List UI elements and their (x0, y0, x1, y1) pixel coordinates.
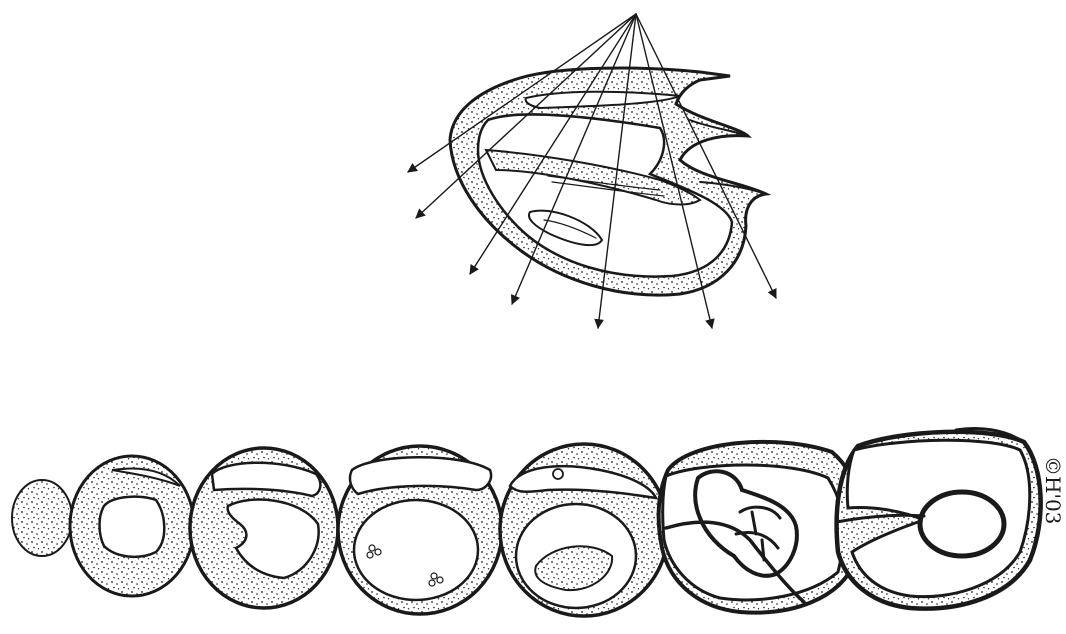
cross-section-4 (338, 446, 502, 614)
cross-section-2 (70, 456, 194, 596)
cross-section-6 (659, 442, 863, 613)
cross-sections: ©H'03 (12, 428, 1065, 616)
artist-signature: ©H'03 (1041, 456, 1065, 524)
cross-section-1 (12, 480, 72, 556)
cross-section-3 (190, 448, 338, 608)
cross-section-7 (836, 428, 1041, 608)
cross-section-5 (500, 444, 668, 616)
